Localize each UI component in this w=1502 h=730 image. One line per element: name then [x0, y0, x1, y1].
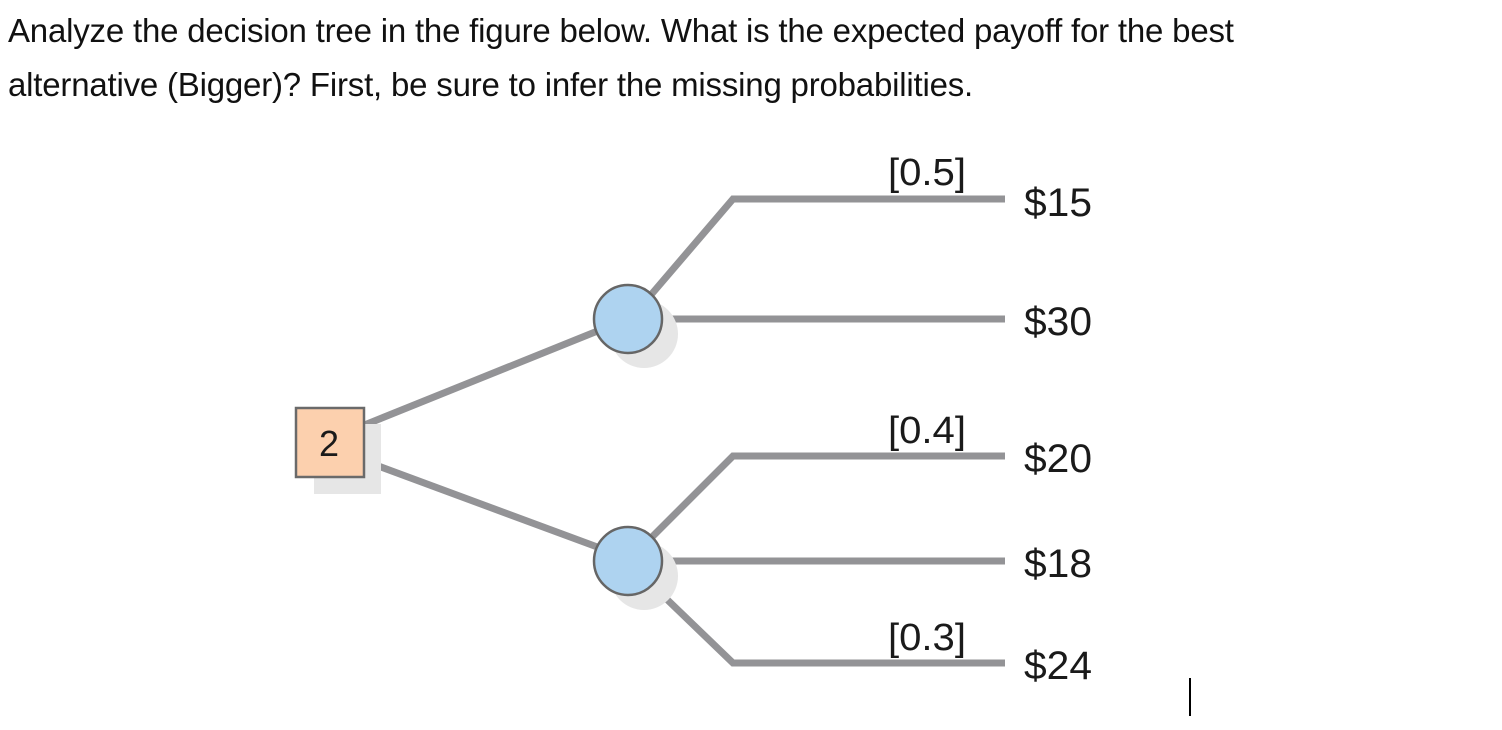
probability-label: [0.5]	[888, 152, 966, 194]
lower-chance-branches	[649, 452, 1005, 667]
chance-node-upper	[592, 283, 678, 368]
chance-node-circle	[592, 283, 664, 355]
branch-lower-alternative	[360, 456, 602, 552]
probability-labels: [0.5] [0.4] [0.3]	[888, 152, 966, 659]
decision-node-square	[294, 406, 366, 479]
decision-node: 2	[294, 406, 381, 494]
payoff-labels: $15 $30 $20 $18 $24	[1024, 181, 1092, 688]
branch-outcome-20	[649, 452, 1005, 540]
payoff-label: $18	[1024, 542, 1092, 586]
text-cursor	[1189, 678, 1191, 716]
probability-label: [0.3]	[888, 617, 966, 659]
question-text: Analyze the decision tree in the figure …	[8, 4, 1488, 112]
chance-node-lower	[592, 525, 678, 610]
payoff-label: $20	[1024, 437, 1092, 481]
branch-outcome-24	[649, 582, 1005, 667]
chance-node-circle	[592, 525, 664, 597]
payoff-label: $24	[1024, 644, 1092, 688]
question-line-1: Analyze the decision tree in the figure …	[8, 12, 1234, 49]
upper-chance-branches	[647, 195, 1005, 323]
payoff-label: $15	[1024, 181, 1092, 225]
probability-label: [0.4]	[888, 410, 966, 452]
branch-outcome-15	[647, 195, 1005, 299]
decision-branches	[360, 326, 602, 552]
payoff-label: $30	[1024, 300, 1092, 344]
decision-node-label: 2	[319, 423, 339, 464]
branch-upper-alternative	[360, 326, 602, 430]
question-line-2: alternative (Bigger)? First, be sure to …	[8, 66, 974, 103]
